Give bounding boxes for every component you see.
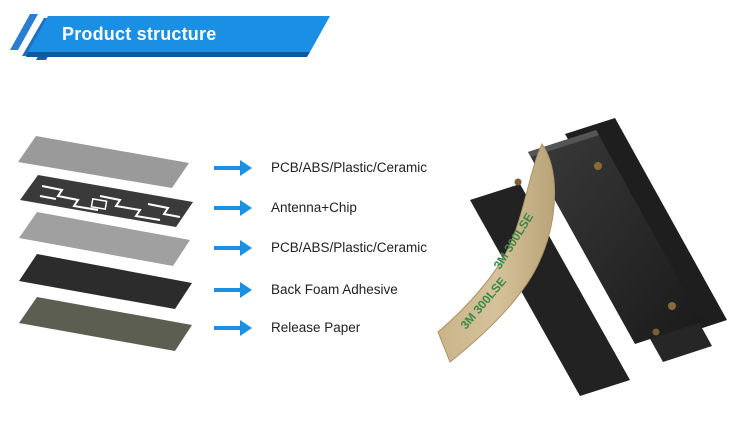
- banner-bar: [28, 16, 330, 52]
- layer-pcb-bottom: [19, 212, 190, 266]
- release-tape: [437, 142, 555, 363]
- page-title: Product structure: [62, 24, 217, 44]
- stripe-1: [10, 14, 38, 50]
- product-image: 3M 300LSE 3M 300LSE: [437, 118, 727, 396]
- layer-label-3: PCB/ABS/Plastic/Ceramic: [271, 240, 428, 255]
- rivet-icon: [652, 328, 660, 336]
- layer-release-paper: [19, 297, 192, 351]
- header-banner: Product structure: [0, 0, 750, 80]
- layer-foam-adhesive: [19, 254, 192, 309]
- rivet-icon: [514, 178, 522, 186]
- layer-label-4: Back Foam Adhesive: [271, 282, 398, 297]
- tag-back-1: [470, 184, 630, 396]
- layer-pcb-top: [18, 136, 189, 188]
- arrow-right-icon: [214, 282, 252, 298]
- layer-label-5: Release Paper: [271, 320, 361, 335]
- arrow-right-icon: [214, 200, 252, 216]
- arrow-right-icon: [214, 240, 252, 256]
- layer-label-2: Antenna+Chip: [271, 200, 357, 215]
- rivet-icon: [594, 162, 602, 170]
- layer-label-1: PCB/ABS/Plastic/Ceramic: [271, 160, 428, 175]
- arrow-right-icon: [214, 320, 252, 336]
- layer-antenna: [20, 175, 193, 227]
- rivet-icon: [668, 302, 676, 310]
- arrow-right-icon: [214, 160, 252, 176]
- tag-front: [528, 130, 702, 344]
- banner-graphic: [10, 14, 330, 60]
- banner-shadow: [26, 52, 310, 57]
